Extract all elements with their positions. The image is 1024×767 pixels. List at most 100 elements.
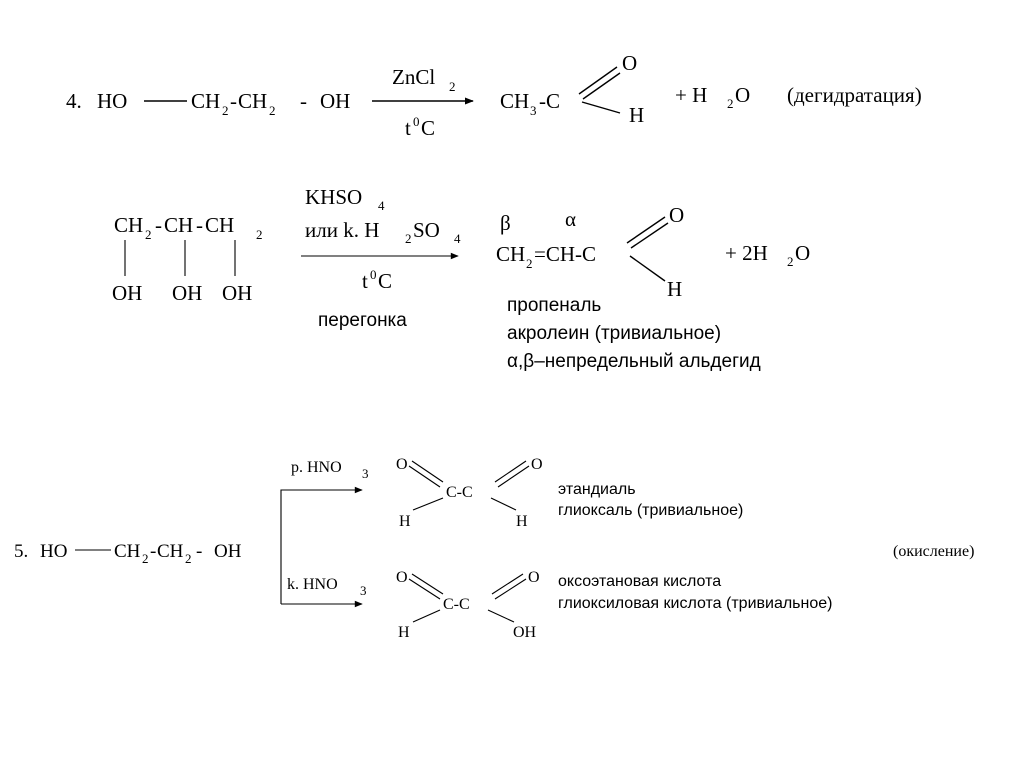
alpha-label: α — [565, 207, 576, 231]
ch-group: CH — [164, 213, 193, 237]
reaction-4-conditions: ZnCl 2 t 0 C — [372, 65, 474, 140]
reagent-conc-hno3: k. HNO — [287, 576, 338, 593]
ho-group: HO — [97, 89, 127, 113]
glyoxylic-acid-names: оксоэтановая кислота глиоксиловая кислот… — [558, 573, 832, 612]
hydroxyl-group: OH — [112, 281, 142, 305]
subscript: 2 — [222, 103, 229, 118]
dash: - — [196, 213, 203, 237]
glycerol-reaction: CH 2 - CH - CH 2 OH OH OH KHSO 4 или k. … — [112, 185, 810, 372]
oxygen-atom: O — [669, 203, 684, 227]
glyoxal-systematic-name: этандиаль — [558, 481, 636, 498]
reaction-5-type-label: (окисление) — [893, 543, 974, 560]
double-bond — [578, 66, 618, 95]
water-o: O — [795, 241, 810, 265]
single-bond — [629, 255, 666, 282]
hydrogen-atom: H — [629, 103, 644, 127]
single-bond — [581, 101, 621, 114]
hydrogen-atom: H — [667, 277, 682, 301]
class-name: α,β–непредельный альдегид — [507, 351, 761, 372]
reaction-5: 5. HO CH 2 - CH 2 - OH р. HNO 3 k. HNO 3… — [14, 456, 974, 641]
reaction-4-product: CH 3 -C O H — [500, 51, 644, 127]
oxygen-atom: O — [531, 456, 543, 473]
ch2-group: CH — [191, 89, 220, 113]
single-bond — [490, 497, 517, 511]
single-bond — [412, 497, 444, 511]
reaction-5-number: 5. — [14, 541, 28, 562]
dash: - — [196, 541, 202, 562]
subscript: 2 — [727, 96, 734, 111]
glyoxylic-systematic-name: оксоэтановая кислота — [558, 573, 721, 590]
reagent-dilute-hno3: р. HNO — [291, 459, 342, 476]
ch2-group: CH — [238, 89, 267, 113]
double-bond — [582, 72, 621, 100]
vinyl-carbonyl: =CH-C — [534, 242, 596, 266]
branch-arrow-top — [280, 486, 363, 604]
single-bond — [412, 609, 441, 623]
subscript: 2 — [787, 254, 794, 269]
temperature-c: C — [421, 116, 435, 140]
subscript: 2 — [526, 256, 533, 271]
subscript: 2 — [142, 551, 149, 566]
double-bond — [408, 465, 441, 488]
reaction-5-branches: р. HNO 3 k. HNO 3 — [280, 459, 369, 608]
double-bond — [408, 578, 441, 600]
glyoxal-trivial-name: глиоксаль (тривиальное) — [558, 502, 743, 519]
catalyst-zncl2: ZnCl — [392, 65, 435, 89]
subscript: 3 — [360, 583, 367, 598]
glycerol-water: + 2H 2 O — [725, 241, 810, 269]
subscript: 3 — [530, 103, 537, 118]
glycerol-conditions: KHSO 4 или k. H 2 SO 4 t 0 C перегонка — [301, 185, 461, 331]
systematic-name: пропеналь — [507, 295, 601, 316]
dash: - — [300, 89, 307, 113]
reaction-4: 4. HO CH 2 - CH 2 - OH ZnCl 2 t 0 C CH 3… — [66, 51, 922, 140]
process-label: перегонка — [318, 310, 407, 331]
subscript: 2 — [185, 551, 192, 566]
double-bond — [626, 216, 666, 244]
subscript: 2 — [145, 227, 152, 242]
oxygen-atom: O — [396, 569, 408, 586]
acrolein-names: пропеналь акролеин (тривиальное) α,β–неп… — [507, 295, 761, 372]
reaction-5-reactant: HO CH 2 - CH 2 - OH — [40, 541, 242, 566]
ch2-group: CH — [205, 213, 234, 237]
oh-group: OH — [320, 89, 350, 113]
temperature-t: t — [405, 116, 411, 140]
glycerol-structure: CH 2 - CH - CH 2 OH OH OH — [112, 213, 263, 305]
double-bond — [630, 222, 669, 249]
hydroxyl-group: OH — [513, 624, 537, 641]
acrolein-product: β α CH 2 =CH-C O H — [496, 203, 684, 301]
carbon-carbon: C-C — [443, 596, 470, 613]
reagent-so: SO — [413, 218, 440, 242]
carbonyl-carbon: -C — [539, 89, 560, 113]
subscript: 3 — [362, 466, 369, 481]
water-plus-2h: + 2H — [725, 241, 768, 265]
dash: - — [155, 213, 162, 237]
single-bond — [487, 609, 515, 623]
double-bond — [411, 573, 444, 595]
hydrogen-atom: H — [516, 513, 528, 530]
subscript: 4 — [378, 198, 385, 213]
oxygen-atom: O — [622, 51, 637, 75]
hydrogen-atom: H — [399, 513, 411, 530]
reagent-h2so4: или k. H — [305, 218, 379, 242]
double-bond — [411, 460, 444, 483]
water-o: O — [735, 83, 750, 107]
beta-label: β — [500, 211, 511, 235]
glyoxylic-trivial-name: глиоксиловая кислота (тривиальное) — [558, 595, 832, 612]
double-bond — [494, 460, 527, 483]
dash: - — [150, 541, 156, 562]
subscript: 4 — [454, 231, 461, 246]
ch2-group: CH — [496, 242, 525, 266]
double-bond — [497, 465, 530, 488]
glyoxal-structure: O O C-C H H — [396, 456, 543, 530]
reaction-4-type-label: (дегидратация) — [787, 83, 922, 107]
subscript: 2 — [405, 231, 412, 246]
superscript: 0 — [370, 267, 377, 282]
hydroxyl-group: OH — [222, 281, 252, 305]
carbon-carbon: C-C — [446, 484, 473, 501]
hydrogen-atom: H — [398, 624, 410, 641]
reagent-khso4: KHSO — [305, 185, 362, 209]
ch2-group: CH — [114, 213, 143, 237]
ch2-group: CH — [157, 541, 184, 562]
superscript: 0 — [413, 114, 420, 129]
